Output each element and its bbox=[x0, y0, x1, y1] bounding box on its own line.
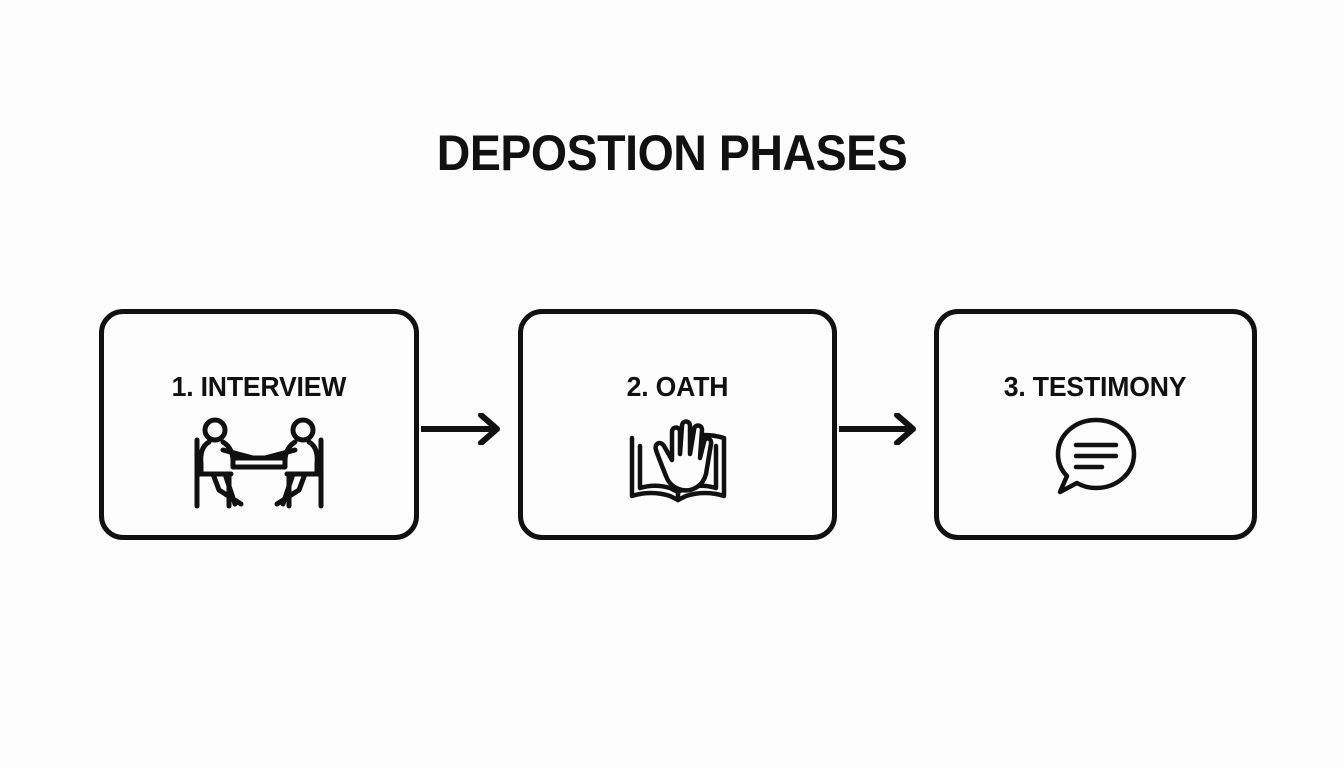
phase-step-3[interactable]: 3. TESTIMONY bbox=[934, 309, 1257, 540]
arrow-right-icon-1 bbox=[419, 412, 518, 446]
phase-step-2-label: 2. OATH bbox=[626, 371, 729, 402]
phase-step-2[interactable]: 2. OATH bbox=[518, 309, 837, 540]
arrow-right-icon-2 bbox=[837, 412, 934, 446]
process-flow: 1. INTERVIEW bbox=[0, 309, 1344, 540]
phase-step-1[interactable]: 1. INTERVIEW bbox=[99, 309, 419, 540]
speech-bubble-icon bbox=[1050, 414, 1142, 498]
phase-step-3-label: 3. TESTIMONY bbox=[1004, 371, 1187, 402]
page-title: DEPOSTION PHASES bbox=[436, 125, 908, 181]
two-people-at-table-icon bbox=[179, 414, 339, 510]
hand-on-book-icon bbox=[626, 414, 730, 506]
phase-step-1-label: 1. INTERVIEW bbox=[171, 371, 347, 402]
